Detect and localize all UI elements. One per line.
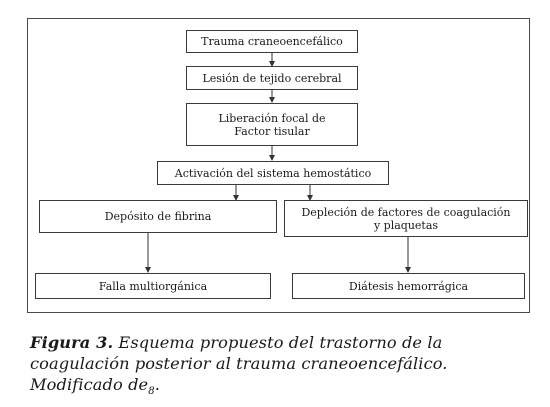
node-falla-label: Falla multiorgánica: [98, 279, 208, 293]
diagram-frame: [27, 18, 530, 313]
node-deplecion-label-line1: Depleción de factores de coagulación: [301, 205, 511, 219]
node-diatesis-hemorragica: Diátesis hemorrágica: [292, 273, 525, 299]
figure-reference: 8: [148, 386, 155, 398]
node-trauma-label: Trauma craneoencefálico: [201, 35, 343, 48]
figure-caption-end: .: [154, 375, 160, 394]
node-deposito-fibrina: Depósito de fibrina: [39, 200, 277, 233]
node-lesion-label: Lesión de tejido cerebral: [202, 71, 342, 85]
node-deplecion-factores: Depleción de factores de coagulación y p…: [284, 200, 528, 237]
node-liberacion-label-line2: Factor tisular: [234, 124, 310, 138]
node-liberacion-factor-tisular: Liberación focal de Factor tisular: [186, 103, 358, 146]
node-activacion-label: Activación del sistema hemostático: [174, 166, 372, 180]
figure-caption-text: Esquema propuesto del trastorno de la co…: [30, 333, 448, 394]
node-falla-multiorganica: Falla multiorgánica: [35, 273, 271, 299]
figure-caption: Figura 3. Esquema propuesto del trastorn…: [30, 332, 540, 398]
node-activacion-sistema-hemostatico: Activación del sistema hemostático: [157, 161, 389, 185]
node-deplecion-label-line2: y plaquetas: [373, 218, 439, 232]
figure-label: Figura 3.: [30, 333, 114, 352]
node-liberacion-label-line1: Liberación focal de: [218, 111, 326, 125]
node-diatesis-label: Diátesis hemorrágica: [348, 279, 469, 293]
node-deposito-label: Depósito de fibrina: [104, 210, 212, 223]
node-lesion-tejido-cerebral: Lesión de tejido cerebral: [186, 66, 358, 90]
node-trauma-craneoencefalico: Trauma craneoencefálico: [186, 30, 358, 53]
